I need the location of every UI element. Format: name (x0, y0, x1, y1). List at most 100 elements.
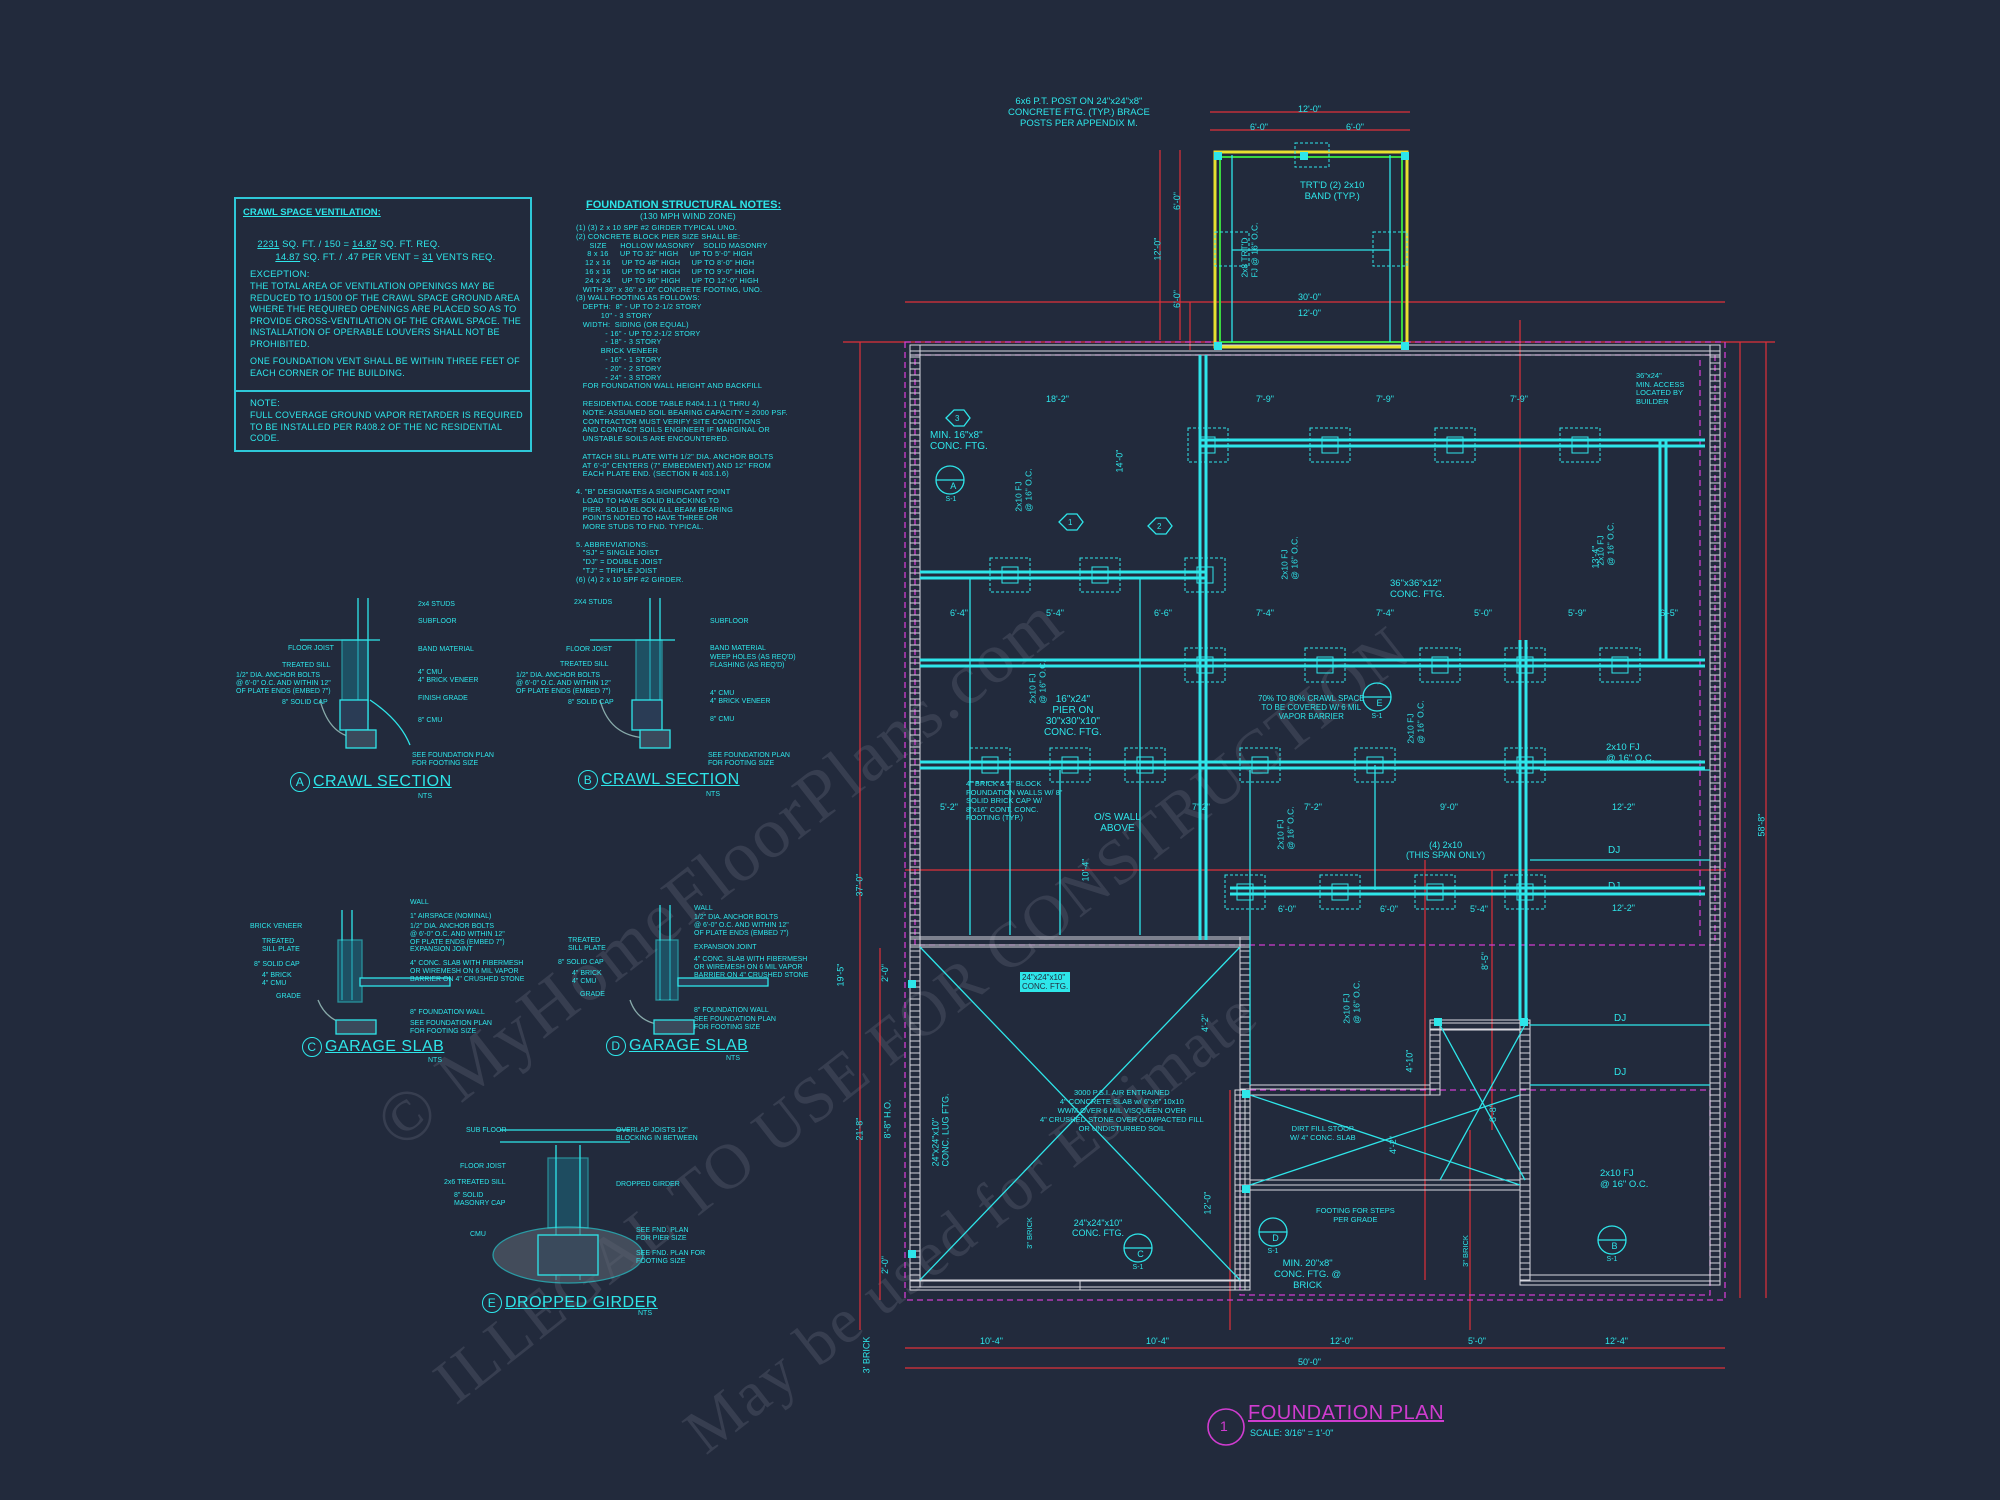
sec-c-nts: NTS (428, 1057, 442, 1064)
dim-top-2: 6'-0" (1250, 122, 1268, 132)
note-brick-2: 3" BRICK (1460, 1235, 1470, 1267)
section-a-drawing (300, 598, 411, 749)
note-trtd: 2x8 TRT'D FJ @ 16" O.C. (1239, 222, 1260, 278)
section-details (300, 598, 769, 1284)
dim-top-1: 12'-0" (1298, 104, 1321, 114)
sec-b-label-6: WEEP HOLES (AS REQ'D) FLASHING (AS REQ'D… (710, 654, 796, 669)
exception-title: EXCEPTION: (250, 269, 310, 280)
sec-b-label-4: BAND MATERIAL (710, 645, 766, 652)
note-os-wall: O/S WALL ABOVE (1094, 812, 1141, 834)
note-min20: MIN. 20"x8" CONC. FTG. @ BRICK (1274, 1258, 1342, 1291)
tag-a-label: A (950, 481, 957, 491)
dim-mid-7: 5'-9" (1568, 608, 1586, 618)
dim-v-10: 4'-10" (1404, 1049, 1415, 1073)
sec-d-label-6: 4" CONC. SLAB WITH FIBERMESH OR WIREMESH… (694, 956, 809, 979)
note-fj-7: 2x10 FJ @ 16" O.C. (1341, 980, 1362, 1024)
sec-a-label-2: SUBFLOOR (418, 618, 457, 625)
sec-d-letter: D (606, 1036, 626, 1056)
sec-b-nts: NTS (706, 791, 720, 798)
dim-left-6: 2'-0" (879, 1256, 890, 1274)
sec-b-label-3: FLOOR JOIST (566, 646, 612, 653)
sec-b-label-10: 8" CMU (710, 716, 735, 723)
sec-e-label-4: 2x6 TREATED SILL (444, 1179, 506, 1186)
dim-v-6: 10'-4" (1080, 858, 1091, 882)
note-dj-2: DJ (1608, 881, 1621, 892)
dim-low-2: 7'-2" (1192, 802, 1210, 812)
note-steps: FOOTING FOR STEPS PER GRADE (1316, 1206, 1395, 1224)
dim-low-5: 12'-2" (1612, 802, 1635, 812)
note-lug: 24"x24"x10" CONC. LUG FTG. (930, 1093, 951, 1167)
sec-c-title-text: GARAGE SLAB (325, 1038, 445, 1055)
dim-mid-2: 5'-4" (1046, 608, 1064, 618)
dim-top-3: 6'-0" (1346, 122, 1364, 132)
dim-col-1: 18'-2" (1046, 394, 1069, 404)
sec-c-label-8: 4" CONC. SLAB WITH FIBERMESH OR WIREMESH… (410, 960, 525, 983)
structural-notes-subtitle: (130 MPH WIND ZONE) (640, 211, 736, 221)
sec-e-label-1: SUB FLOOR (466, 1127, 507, 1134)
sec-c-label-5: TREATED SILL PLATE (262, 938, 300, 953)
sec-e-nts: NTS (638, 1310, 652, 1317)
sec-c-label-10: GRADE (276, 993, 301, 1000)
dim-v-12: 4'-2" (1387, 1136, 1398, 1154)
sec-c-label-12: SEE FOUNDATION PLAN FOR FOOTING SIZE (410, 1020, 492, 1035)
box-divider (236, 390, 530, 392)
plan-scale: SCALE: 3/16" = 1'-0" (1250, 1428, 1334, 1438)
sec-d-label-2: 1/2" DIA. ANCHOR BOLTS @ 6'-0" O.C. AND … (694, 914, 789, 937)
tag-b-label: B (1611, 1241, 1618, 1251)
sec-c-label-1: WALL (410, 899, 429, 906)
dim-bottom-2: 10'-4" (1146, 1336, 1169, 1346)
note-fj-8: 2x10 FJ @ 16" O.C. (1606, 742, 1655, 764)
crawl-req: 14.87 (352, 238, 377, 250)
dim-low-3: 7'-2" (1304, 802, 1322, 812)
dim-low-7: 6'-0" (1278, 904, 1296, 914)
dim-left-4: 21'-8" (854, 1117, 865, 1141)
tag-b-sub: S-1 (1606, 1256, 1618, 1263)
structural-notes-body: (1) (3) 2 x 10 SPF #2 GIRDER TYPICAL UNO… (576, 223, 788, 584)
note-dj-1: DJ (1608, 845, 1621, 856)
note-dj-4: DJ (1614, 1067, 1627, 1078)
corner-text: ONE FOUNDATION VENT SHALL BE WITHIN THRE… (250, 356, 520, 378)
dim-low-6: 12'-2" (1612, 903, 1635, 913)
sec-e-label-3: FLOOR JOIST (460, 1163, 506, 1170)
sec-a-label-4: BAND MATERIAL (418, 646, 474, 653)
note-fj-3: 2x10 FJ @ 16" O.C. (1595, 522, 1616, 566)
dim-left-7: 3' BRICK (861, 1336, 872, 1374)
dim-mid-8: 6'-5" (1660, 608, 1678, 618)
tag-b: B S-1 (1605, 1228, 1619, 1266)
dim-v-2: 6'-0" (1171, 290, 1182, 308)
dim-left-1: 37'-0" (854, 873, 865, 897)
plan-title: FOUNDATION PLAN (1248, 1402, 1445, 1424)
dim-bottom-3: 12'-0" (1330, 1336, 1353, 1346)
crawl-ventilation-title: CRAWL SPACE VENTILATION: (243, 207, 381, 218)
sec-c-label-4: 1/2" DIA. ANCHOR BOLTS @ 6'-0" O.C. AND … (410, 923, 505, 946)
sec-b-letter: B (578, 770, 598, 790)
tag-c-sub: S-1 (1132, 1264, 1144, 1271)
sec-d-label-3: TREATED SILL PLATE (568, 937, 606, 952)
sec-d-label-8: GRADE (580, 991, 605, 998)
dim-low-1: 5'-2" (940, 802, 958, 812)
plan-title-number: 1 (1220, 1418, 1228, 1434)
hex-2: 2 (1157, 522, 1162, 531)
dim-left-3: 2'-0" (879, 964, 890, 982)
dim-left-2: 19'-5" (835, 963, 846, 987)
note-text: FULL COVERAGE GROUND VAPOR RETARDER IS R… (250, 410, 523, 443)
sec-d-label-10: SEE FOUNDATION PLAN FOR FOOTING SIZE (694, 1016, 776, 1031)
sec-a-label-8: FINISH GRADE (418, 695, 468, 702)
structural-notes-title: FOUNDATION STRUCTURAL NOTES: (586, 199, 782, 211)
note-fj-1: 2x10 FJ @ 16" O.C. (1013, 468, 1034, 512)
sec-c-label-2: BRICK VENEER (250, 923, 303, 930)
sec-c-letter: C (302, 1037, 322, 1057)
dim-col-2: 7'-9" (1256, 394, 1274, 404)
dim-mid-5: 7'-4" (1376, 608, 1394, 618)
dim-col-3: 7'-9" (1376, 394, 1394, 404)
crawl-vents: 31 (422, 251, 434, 263)
note-access: 36"x24" MIN. ACCESS LOCATED BY BUILDER (1636, 371, 1685, 406)
sec-a-label-10: 8" CMU (418, 717, 443, 724)
